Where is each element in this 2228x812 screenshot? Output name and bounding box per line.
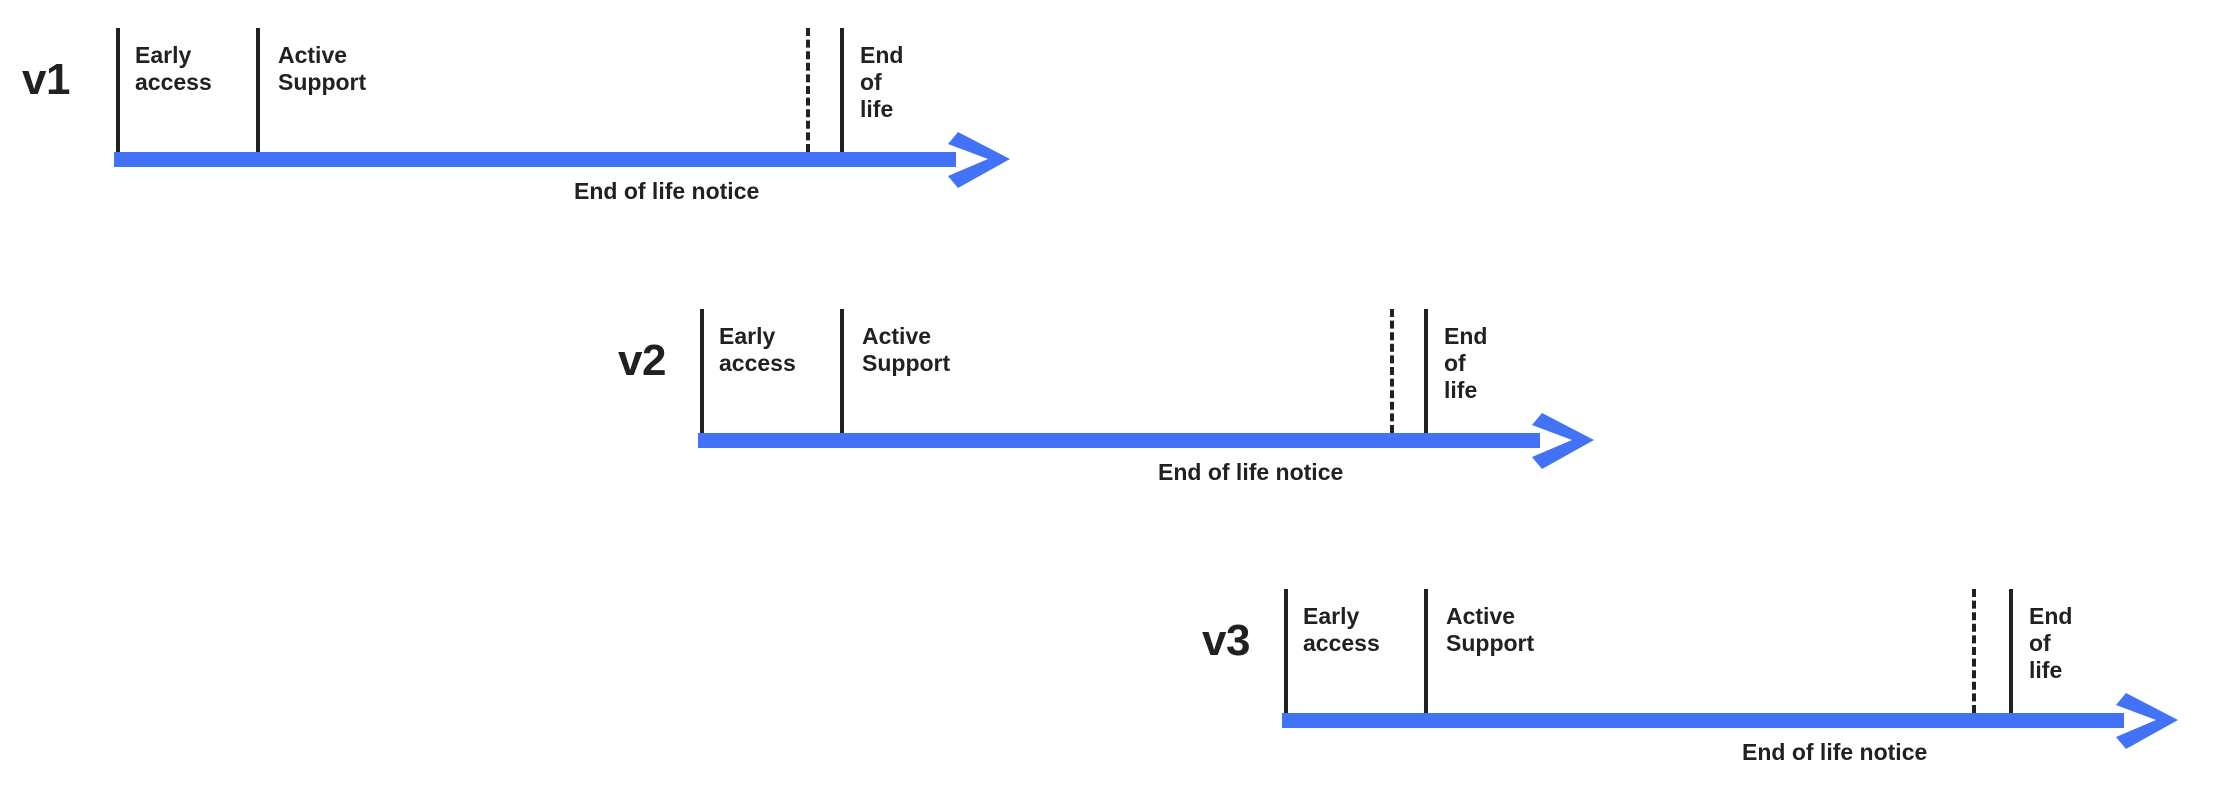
phase-label-end-of-life-v3: End of life <box>2029 603 2073 684</box>
notice-label-v2: End of life notice <box>1158 459 1344 485</box>
phase-tick-active-support-start-v2 <box>840 309 844 433</box>
phase-tick-active-support-start-v3 <box>1424 589 1428 713</box>
timeline-arrow-icon-v1 <box>948 132 1010 188</box>
timeline-bar-v1 <box>114 152 956 167</box>
timeline-bar-v3 <box>1282 713 2124 728</box>
timeline-arrow-icon-v3 <box>2116 693 2178 749</box>
timeline-bar-v2 <box>698 433 1540 448</box>
phase-tick-early-access-start-v2 <box>700 309 704 433</box>
phase-label-end-of-life-v2: End of life <box>1444 323 1488 404</box>
version-label-v3: v3 <box>1202 616 1250 665</box>
phase-tick-active-support-start-v1 <box>256 28 260 152</box>
phase-tick-end-of-life-start-v1 <box>840 28 844 152</box>
phase-label-early-access-v1: Early access <box>135 42 212 96</box>
version-label-v1: v1 <box>22 55 70 104</box>
phase-label-active-support-v3: Active Support <box>1446 603 1535 657</box>
notice-label-v1: End of life notice <box>574 178 760 204</box>
phase-tick-end-of-life-notice-v3 <box>1972 589 1976 713</box>
phase-tick-end-of-life-start-v3 <box>2009 589 2013 713</box>
phase-tick-end-of-life-notice-v1 <box>806 28 810 152</box>
timeline-arrow-icon-v2 <box>1532 413 1594 469</box>
phase-tick-early-access-start-v1 <box>116 28 120 152</box>
notice-label-v3: End of life notice <box>1742 739 1928 765</box>
phase-label-end-of-life-v1: End of life <box>860 42 904 123</box>
phase-label-early-access-v3: Early access <box>1303 603 1380 657</box>
phase-label-active-support-v1: Active Support <box>278 42 367 96</box>
phase-label-early-access-v2: Early access <box>719 323 796 377</box>
phase-tick-early-access-start-v3 <box>1284 589 1288 713</box>
phase-tick-end-of-life-start-v2 <box>1424 309 1428 433</box>
phase-label-active-support-v2: Active Support <box>862 323 951 377</box>
version-label-v2: v2 <box>618 336 666 385</box>
phase-tick-end-of-life-notice-v2 <box>1390 309 1394 433</box>
